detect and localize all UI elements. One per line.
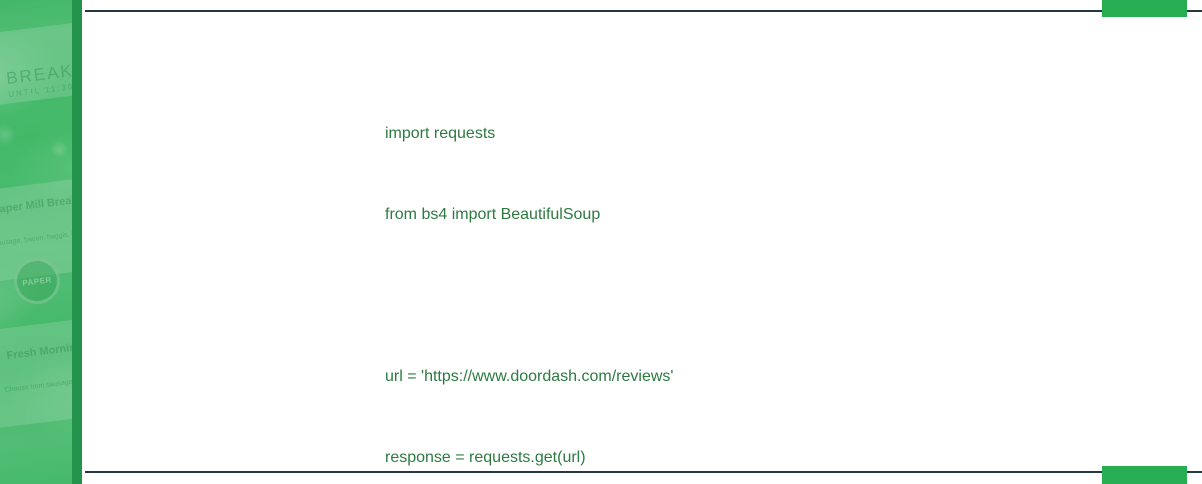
bottom-divider-rule: [85, 471, 1202, 473]
bottom-right-accent-block: [1102, 466, 1187, 484]
top-right-accent-block: [1102, 0, 1187, 17]
left-green-edge-bar: [72, 0, 82, 484]
code-line: response = requests.get(url): [385, 449, 586, 466]
code-line: import requests: [385, 125, 496, 142]
decorative-photo-strip: BREAKFAST UNTIL 11:30AM Paper Mill Break…: [0, 0, 80, 484]
photo-green-overlay: [0, 0, 80, 484]
code-line-blank: [385, 282, 1145, 309]
top-divider-rule: [85, 10, 1202, 12]
python-code-block: import requests from bs4 import Beautifu…: [385, 66, 1145, 484]
code-line: from bs4 import BeautifulSoup: [385, 206, 601, 223]
code-line: url = 'https://www.doordash.com/reviews': [385, 368, 674, 385]
